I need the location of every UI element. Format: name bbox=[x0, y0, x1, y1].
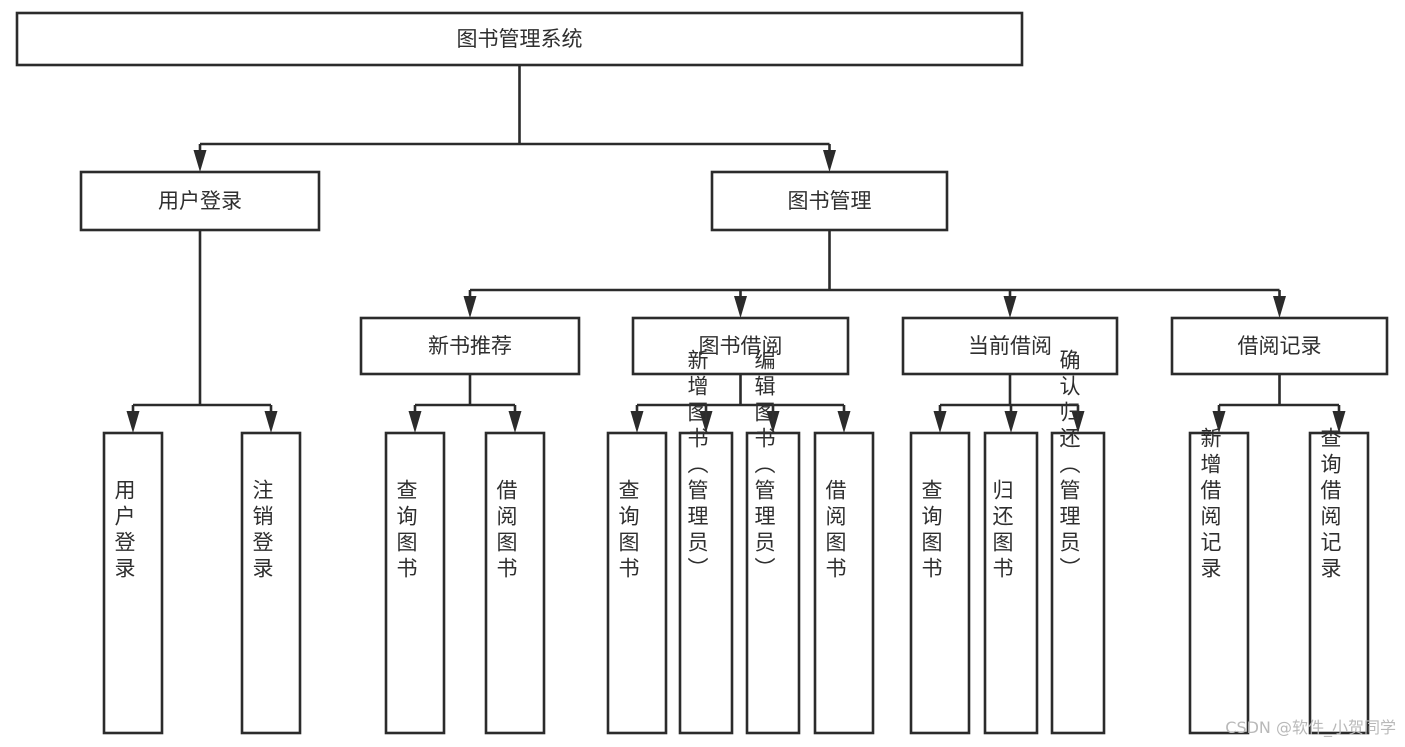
arrow-head-icon bbox=[630, 411, 644, 433]
node-box-new-book-rec[interactable] bbox=[359, 316, 581, 376]
node-box-leaf-borrow-book-2[interactable] bbox=[813, 431, 875, 735]
node-label-leaf-query-book-3: 查询图书 bbox=[919, 479, 943, 583]
arrow-head-icon bbox=[1004, 411, 1018, 433]
arrow-head-icon bbox=[408, 411, 422, 433]
leaf-node-leaf-edit-book[interactable]: 编辑图书（管理员） bbox=[745, 349, 801, 735]
node-label-leaf-borrow-book-1: 借阅图书 bbox=[494, 479, 518, 583]
node-box-book-borrow[interactable] bbox=[631, 316, 850, 376]
watermark-label: CSDN @软件_小贺同学 bbox=[1225, 718, 1396, 738]
node-box-leaf-add-book[interactable] bbox=[678, 431, 734, 735]
level2-node-book-manage[interactable]: 图书管理 bbox=[710, 170, 949, 232]
leaf-node-leaf-borrow-book-1[interactable]: 借阅图书 bbox=[484, 431, 546, 735]
root-node-root[interactable]: 图书管理系统 bbox=[15, 11, 1024, 67]
arrow-head-icon bbox=[264, 411, 278, 433]
connector-group-book-borrow bbox=[630, 374, 851, 433]
nodes-layer: 图书管理系统用户登录图书管理新书推荐图书借阅当前借阅借阅记录用户登录注销登录查询… bbox=[15, 11, 1389, 735]
arrow-head-icon bbox=[193, 150, 207, 172]
connector-group-new-book-rec bbox=[408, 374, 522, 433]
arrow-head-icon bbox=[933, 411, 947, 433]
node-label-leaf-logout: 注销登录 bbox=[250, 479, 274, 583]
connector-group-current-borrow bbox=[933, 374, 1085, 433]
arrow-head-icon bbox=[734, 296, 747, 318]
leaf-node-leaf-query-book-3[interactable]: 查询图书 bbox=[909, 431, 971, 735]
level2-node-user-login[interactable]: 用户登录 bbox=[79, 170, 321, 232]
leaf-node-leaf-add-book[interactable]: 新增图书（管理员） bbox=[678, 349, 734, 735]
node-box-leaf-user-login[interactable] bbox=[102, 431, 164, 735]
leaf-node-leaf-query-book-2[interactable]: 查询图书 bbox=[606, 431, 668, 735]
node-box-leaf-return-book[interactable] bbox=[983, 431, 1039, 735]
arrow-head-icon bbox=[837, 411, 851, 433]
leaf-node-leaf-logout[interactable]: 注销登录 bbox=[240, 431, 302, 735]
node-label-leaf-query-book-2: 查询图书 bbox=[616, 479, 640, 583]
leaf-node-leaf-return-book[interactable]: 归还图书 bbox=[983, 431, 1039, 735]
node-label-book-borrow: 图书借阅 bbox=[699, 334, 783, 358]
leaf-node-leaf-borrow-book-2[interactable]: 借阅图书 bbox=[813, 431, 875, 735]
arrow-head-icon bbox=[1003, 296, 1017, 318]
node-box-leaf-edit-book[interactable] bbox=[745, 431, 801, 735]
node-label-leaf-borrow-book-2: 借阅图书 bbox=[823, 479, 847, 583]
node-label-root: 图书管理系统 bbox=[457, 27, 583, 51]
node-label-current-borrow: 当前借阅 bbox=[968, 334, 1052, 358]
node-label-new-book-rec: 新书推荐 bbox=[428, 334, 512, 358]
node-label-borrow-record: 借阅记录 bbox=[1238, 334, 1322, 358]
node-label-leaf-user-login: 用户登录 bbox=[112, 479, 136, 583]
node-box-current-borrow[interactable] bbox=[901, 316, 1119, 376]
node-box-leaf-query-record[interactable] bbox=[1308, 431, 1370, 735]
arrow-head-icon bbox=[766, 411, 780, 433]
node-label-leaf-query-record: 查询借阅记录 bbox=[1318, 427, 1342, 583]
node-box-user-login[interactable] bbox=[79, 170, 321, 232]
arrow-head-icon bbox=[463, 296, 477, 318]
connector-group-borrow-record bbox=[1212, 374, 1346, 433]
leaf-node-leaf-confirm-return[interactable]: 确认归还（管理员） bbox=[1050, 349, 1106, 735]
node-box-leaf-borrow-book-1[interactable] bbox=[484, 431, 546, 735]
node-label-book-manage: 图书管理 bbox=[788, 189, 872, 213]
node-label-leaf-query-book-1: 查询图书 bbox=[394, 479, 418, 583]
leaf-node-leaf-add-record[interactable]: 新增借阅记录 bbox=[1188, 427, 1250, 735]
arrow-head-icon bbox=[508, 411, 522, 433]
level3-node-book-borrow[interactable]: 图书借阅 bbox=[631, 316, 850, 376]
node-box-leaf-confirm-return[interactable] bbox=[1050, 431, 1106, 735]
leaf-node-leaf-user-login[interactable]: 用户登录 bbox=[102, 431, 164, 735]
node-box-book-manage[interactable] bbox=[710, 170, 949, 232]
arrow-head-icon bbox=[1332, 411, 1346, 433]
node-box-leaf-query-book-3[interactable] bbox=[909, 431, 971, 735]
node-label-leaf-return-book: 归还图书 bbox=[990, 479, 1014, 583]
arrow-head-icon bbox=[126, 411, 140, 433]
arrow-head-icon bbox=[1071, 411, 1085, 433]
node-label-leaf-edit-book: 编辑图书（管理员） bbox=[752, 349, 776, 583]
node-box-borrow-record[interactable] bbox=[1170, 316, 1389, 376]
level3-node-new-book-rec[interactable]: 新书推荐 bbox=[359, 316, 581, 376]
node-box-leaf-add-record[interactable] bbox=[1188, 431, 1250, 735]
node-label-leaf-confirm-return: 确认归还（管理员） bbox=[1057, 349, 1081, 583]
connector-group-book-manage bbox=[463, 230, 1286, 318]
level3-node-borrow-record[interactable]: 借阅记录 bbox=[1170, 316, 1389, 376]
arrow-head-icon bbox=[1273, 296, 1286, 318]
node-box-leaf-logout[interactable] bbox=[240, 431, 302, 735]
connector-group-user-login bbox=[126, 230, 278, 433]
connectors-layer bbox=[126, 65, 1346, 433]
node-label-user-login: 用户登录 bbox=[158, 189, 242, 213]
node-box-leaf-query-book-1[interactable] bbox=[384, 431, 446, 735]
arrow-head-icon bbox=[1212, 411, 1226, 433]
node-box-root[interactable] bbox=[15, 11, 1024, 67]
leaf-node-leaf-query-record[interactable]: 查询借阅记录 bbox=[1308, 427, 1370, 735]
node-label-leaf-add-book: 新增图书（管理员） bbox=[685, 349, 709, 583]
leaf-node-leaf-query-book-1[interactable]: 查询图书 bbox=[384, 431, 446, 735]
arrow-head-icon bbox=[823, 150, 836, 172]
node-label-leaf-add-record: 新增借阅记录 bbox=[1198, 427, 1222, 583]
arrow-head-icon bbox=[699, 411, 713, 433]
node-box-leaf-query-book-2[interactable] bbox=[606, 431, 668, 735]
level3-node-current-borrow[interactable]: 当前借阅 bbox=[901, 316, 1119, 376]
connector-group-root bbox=[193, 65, 836, 172]
